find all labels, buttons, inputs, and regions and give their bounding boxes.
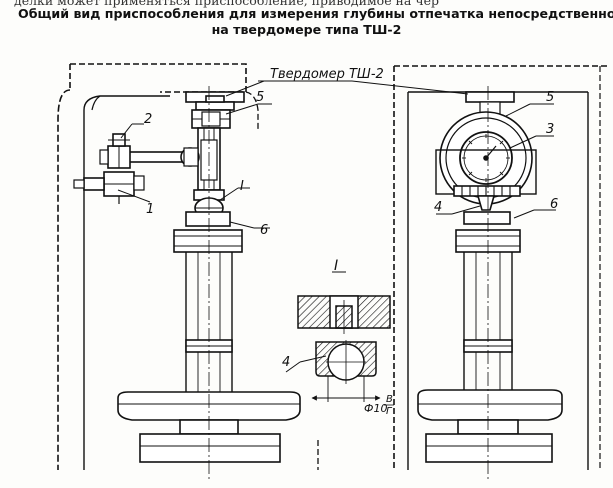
callout-5-right: 5 xyxy=(546,90,554,105)
front-handwheel xyxy=(417,389,563,421)
view-marker: I xyxy=(240,179,244,194)
cut-off-text-line: делки может применяться приспособление, … xyxy=(14,0,439,8)
detail-view xyxy=(285,271,391,402)
front-frame-outline xyxy=(393,65,608,470)
dimension-fit-top: В xyxy=(386,394,393,405)
callout-1: 1 xyxy=(146,202,154,217)
anvil-collar xyxy=(173,229,243,253)
callout-4-detail: 4 xyxy=(282,355,290,370)
front-spindle xyxy=(465,91,515,103)
device-label: Твердомер ТШ-2 xyxy=(270,67,384,82)
callout-5-left: 5 xyxy=(256,90,264,105)
callout-3: 3 xyxy=(546,122,554,137)
anvil-top xyxy=(185,211,231,227)
right-callout-leaders xyxy=(351,80,556,219)
tester-frame-left xyxy=(57,89,71,470)
figure-title-line-2: на твердомере типа ТШ-2 xyxy=(211,22,402,37)
figure-title-line-1: Общий вид приспособления для измерения г… xyxy=(18,6,613,21)
callout-6-right: 6 xyxy=(550,197,558,212)
tester-frame-right xyxy=(245,91,259,130)
horizontal-rod xyxy=(125,151,189,163)
dimension-diameter: Ф10 xyxy=(364,402,387,415)
detail-marker: I xyxy=(334,258,338,274)
left-callout-leaders xyxy=(117,80,352,229)
callout-2: 2 xyxy=(144,112,152,127)
callout-6-left: 6 xyxy=(260,223,268,238)
callout-4-right: 4 xyxy=(434,200,442,215)
tester-body-outline xyxy=(69,63,247,93)
front-view xyxy=(393,65,608,480)
front-anvil-top xyxy=(463,211,511,225)
side-view xyxy=(57,63,319,480)
dimension-fit-bottom: Г xyxy=(386,406,393,417)
dial-ticks xyxy=(462,134,510,182)
